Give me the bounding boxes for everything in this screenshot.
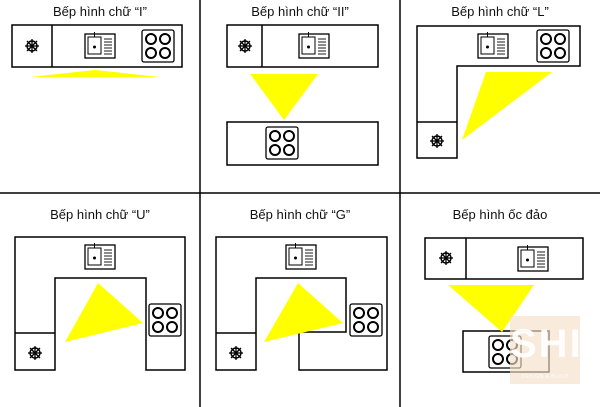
refrigerator-icon [27, 345, 43, 361]
panel-title-u: Bếp hình chữ “U” [50, 207, 150, 222]
panel-g-layout [215, 236, 388, 371]
work-triangle [30, 70, 160, 77]
refrigerator-icon [429, 133, 445, 149]
panel-title-g: Bếp hình chữ “G” [249, 207, 351, 222]
stove-icon [141, 29, 175, 63]
panel-ii-layout [226, 24, 379, 166]
stove-icon [148, 303, 182, 337]
work-triangle [462, 72, 552, 140]
work-triangle [250, 74, 318, 120]
panel-i-layout [11, 24, 183, 77]
panel-title-island: Bếp hình ốc đảo [452, 207, 548, 222]
brand-watermark: SHI DESIGN & BUILD [510, 316, 583, 384]
refrigerator-icon [237, 38, 253, 54]
watermark-tagline: DESIGN & BUILD [521, 374, 569, 380]
work-triangle [448, 285, 534, 332]
sink-icon [298, 31, 330, 59]
panel-l-layout [416, 25, 581, 159]
refrigerator-icon [228, 345, 244, 361]
sink-icon [477, 31, 509, 59]
panel-title-i: Bếp hình chữ “I” [53, 4, 147, 19]
work-triangle [264, 283, 343, 342]
watermark-logo-letters: SHI [510, 322, 583, 366]
sink-icon [517, 244, 549, 272]
sink-icon [84, 31, 116, 59]
panel-title-ii: Bếp hình chữ “II” [251, 4, 349, 19]
stove-icon [265, 126, 299, 160]
stove-icon [536, 29, 570, 63]
refrigerator-icon [24, 38, 40, 54]
sink-icon [84, 242, 116, 270]
work-triangle [65, 283, 143, 342]
panel-u-layout [14, 236, 186, 371]
sink-icon [285, 242, 317, 270]
stove-icon [349, 303, 383, 337]
panel-title-l: Bếp hình chữ “L” [451, 4, 549, 19]
refrigerator-icon [438, 250, 454, 266]
